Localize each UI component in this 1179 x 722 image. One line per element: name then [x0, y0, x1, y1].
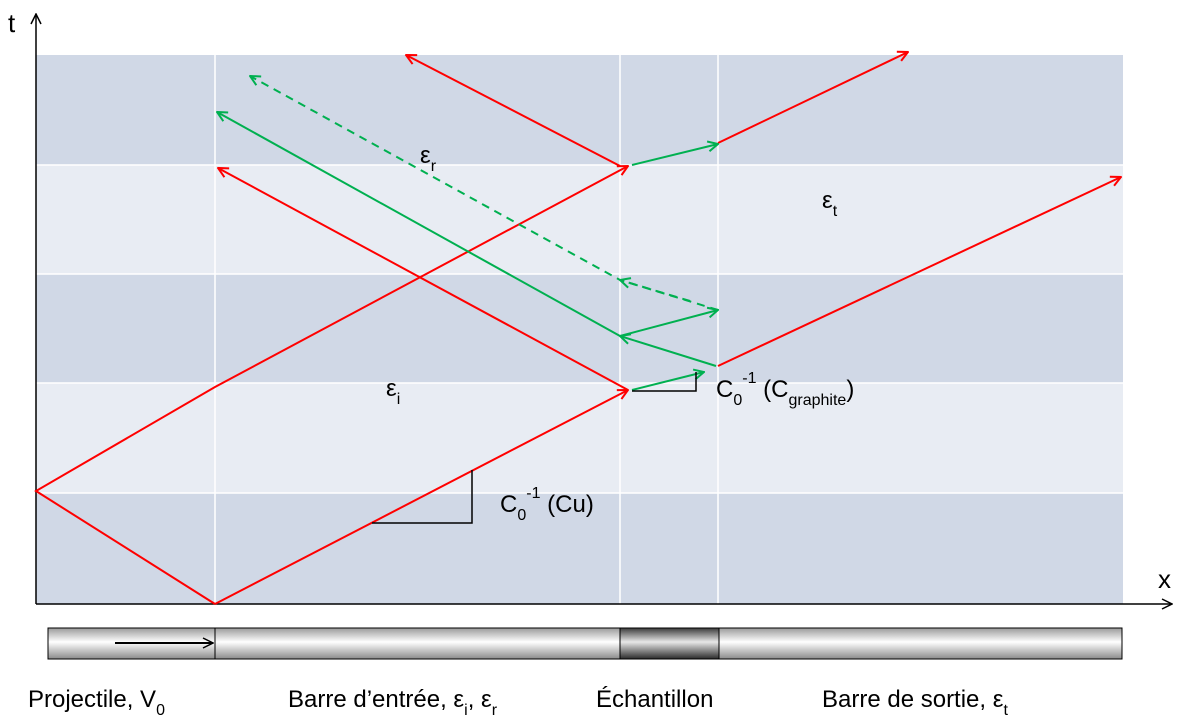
input-bar-label: Barre d’entrée, εi, εr [288, 686, 498, 719]
sample-label: Échantillon [596, 686, 713, 713]
band-4 [36, 383, 1123, 493]
grid-dividers [36, 55, 1123, 604]
input-bar [214, 627, 621, 660]
sample-block [619, 627, 720, 660]
eps-i-label: εi [386, 375, 400, 408]
output-bar-label: Barre de sortie, εt [822, 686, 1008, 719]
incident-wave-path [214, 390, 628, 605]
slope-triangle-graphite [632, 372, 697, 392]
t-axis-label: t [8, 8, 16, 38]
eps-t-label: εt [822, 187, 838, 220]
band-2 [36, 165, 1123, 274]
green-waves [217, 76, 718, 391]
red-waves [34, 52, 1121, 605]
sample-wave-2 [620, 336, 717, 367]
sample-reflected-wave [217, 112, 621, 337]
slope-triangle-cu [372, 470, 473, 524]
transmitted-wave-path [717, 177, 1121, 367]
output-bar [718, 627, 1123, 660]
slope-label-cu: C0-1 (Cu) [500, 485, 594, 524]
projectile-label: Projectile, V0 [28, 686, 165, 719]
slope-label-graphite: C0-1 (Cgraphite) [716, 370, 854, 409]
sample-wave-3 [619, 310, 718, 337]
bar-schematic [47, 627, 1123, 660]
sample-wave-top [631, 144, 718, 166]
second-reflected-wave-path [406, 55, 621, 167]
band-5 [36, 493, 1123, 604]
background-bands [36, 55, 1123, 604]
x-axis-label: x [1158, 564, 1171, 594]
sample-wave-1 [631, 372, 704, 391]
band-3 [36, 274, 1123, 383]
eps-r-label: εr [420, 142, 437, 175]
second-transmitted-wave-path [717, 52, 908, 144]
slope-triangles [372, 372, 697, 524]
projectile-wave-path [34, 166, 628, 605]
band-1 [36, 55, 1123, 165]
dashed-wave-arrow [620, 280, 691, 302]
reflected-wave-path [218, 168, 629, 391]
axes: t x [8, 8, 1172, 604]
